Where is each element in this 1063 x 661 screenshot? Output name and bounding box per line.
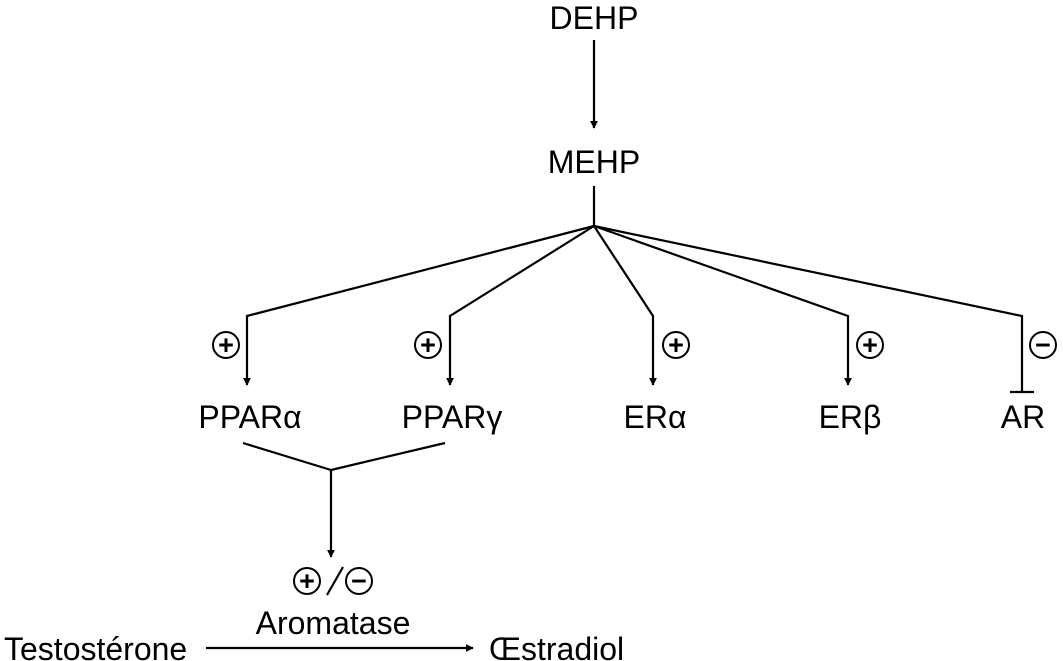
aromatase-positive-negative-sign: + − bbox=[293, 566, 373, 596]
ppar-gamma-label: PPARγ bbox=[402, 399, 503, 435]
aromatase-positive-glyph: + bbox=[299, 566, 315, 596]
ar-negative-sign: − bbox=[1029, 330, 1057, 360]
er-beta-positive-sign: + bbox=[856, 330, 884, 360]
mehp-to-ppar-gamma-arrow bbox=[446, 225, 595, 386]
aromatase-slash bbox=[326, 566, 344, 596]
er-alpha-positive-sign: + bbox=[662, 330, 690, 360]
mehp-to-ppar-alpha-arrow bbox=[243, 224, 595, 386]
ppar-gamma-merge-line bbox=[330, 441, 446, 472]
mehp-to-er-alpha-arrow bbox=[593, 225, 657, 386]
testosterone-label: Testostérone bbox=[4, 631, 187, 661]
er-beta-label: ERβ bbox=[819, 399, 882, 435]
dehp-label: DEHP bbox=[550, 0, 639, 36]
ppar-gamma-positive-sign: + bbox=[414, 330, 442, 360]
ppar-alpha-merge-line bbox=[242, 441, 332, 472]
ar-label: AR bbox=[1001, 399, 1045, 435]
er-beta-positive-glyph: + bbox=[862, 330, 878, 360]
oestradiol-label: Œstradiol bbox=[489, 631, 624, 661]
ppar-gamma-positive-glyph: + bbox=[420, 330, 436, 360]
mehp-to-er-beta-arrow bbox=[593, 224, 852, 386]
aromatase-negative-glyph: − bbox=[351, 566, 367, 596]
ppar-alpha-positive-sign: + bbox=[212, 330, 240, 360]
er-alpha-label: ERα bbox=[624, 399, 687, 435]
aromatase-label: Aromatase bbox=[256, 605, 411, 641]
ppar-alpha-label: PPARα bbox=[198, 399, 301, 435]
ppar-alpha-positive-glyph: + bbox=[218, 330, 234, 360]
ar-negative-glyph: − bbox=[1035, 330, 1051, 360]
mehp-to-ar-inhibition-line bbox=[593, 224, 1024, 392]
mehp-label: MEHP bbox=[548, 144, 640, 180]
er-alpha-positive-glyph: + bbox=[668, 330, 684, 360]
